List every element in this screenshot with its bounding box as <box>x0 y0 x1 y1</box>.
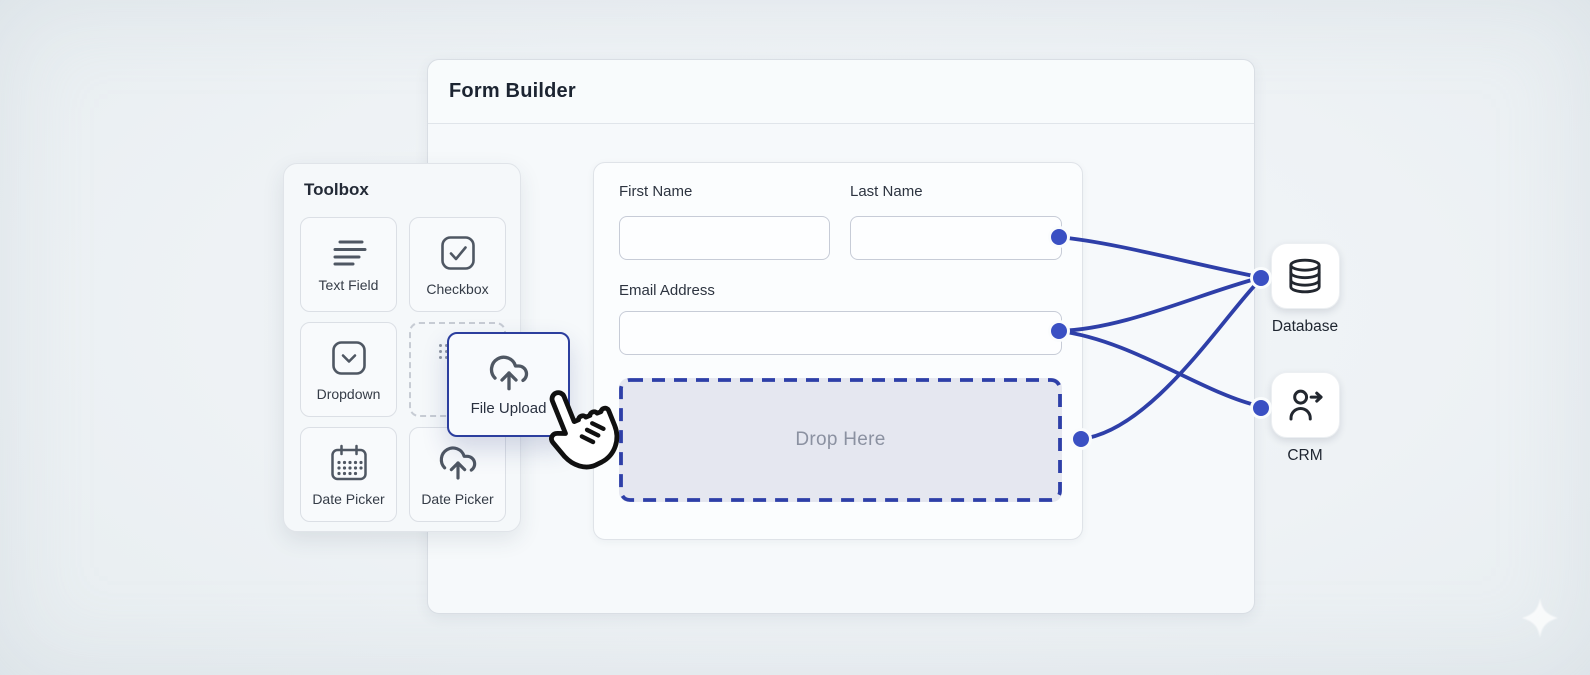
tool-card-date-picker-upload[interactable]: Date Picker <box>409 427 506 522</box>
tool-card-text-field[interactable]: Text Field <box>300 217 397 312</box>
tool-card-date-picker[interactable]: Date Picker <box>300 427 397 522</box>
database-card[interactable] <box>1270 243 1340 309</box>
cloud-upload-icon <box>439 445 476 480</box>
email-label: Email Address <box>619 282 715 299</box>
form-canvas: First Name Last Name Email Address Drop … <box>593 162 1083 540</box>
tool-label: Date Picker <box>312 490 385 507</box>
dropzone-dashed-border <box>619 378 1062 502</box>
sparkle-icon <box>1522 598 1558 638</box>
email-input[interactable] <box>619 311 1062 355</box>
cloud-upload-icon <box>489 355 528 391</box>
dropdown-icon <box>331 340 366 375</box>
database-icon <box>1289 258 1321 294</box>
tool-card-dropdown[interactable]: Dropdown <box>300 322 397 417</box>
calendar-icon <box>330 444 367 480</box>
toolbox-title: Toolbox <box>304 180 369 199</box>
tool-label: Text Field <box>318 276 379 293</box>
last-name-label: Last Name <box>850 183 923 200</box>
dropzone[interactable]: Drop Here <box>619 378 1062 502</box>
dropzone-label: Drop Here <box>795 429 886 450</box>
text-lines-icon <box>333 240 366 265</box>
tool-label: Checkbox <box>426 280 489 297</box>
first-name-label: First Name <box>619 183 693 200</box>
database-label: Database <box>1271 318 1339 335</box>
window-header: Form Builder <box>428 60 1254 124</box>
integration-database[interactable]: Database <box>1247 243 1363 336</box>
integration-crm[interactable]: CRM <box>1247 372 1363 465</box>
checkbox-icon <box>440 235 475 270</box>
person-arrow-icon <box>1289 389 1323 421</box>
crm-label: CRM <box>1287 447 1323 464</box>
drag-card-label: File Upload <box>470 400 547 417</box>
crm-card[interactable] <box>1270 372 1340 438</box>
last-name-input[interactable] <box>850 216 1062 260</box>
tool-label: Dropdown <box>316 385 381 402</box>
first-name-input[interactable] <box>619 216 830 260</box>
tool-label: Date Picker <box>421 490 494 507</box>
page-title: Form Builder <box>449 80 576 102</box>
dragged-file-upload-card[interactable]: File Upload <box>447 332 570 437</box>
tool-card-checkbox[interactable]: Checkbox <box>409 217 506 312</box>
